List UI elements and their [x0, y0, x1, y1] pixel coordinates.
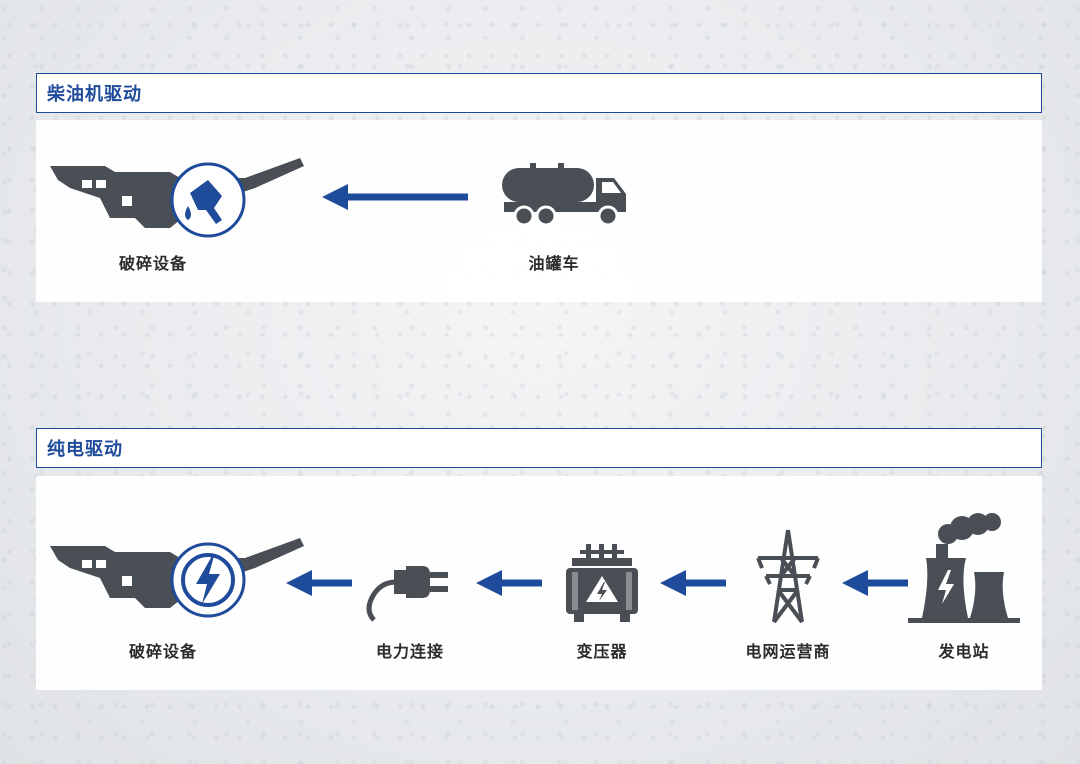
- node-label-tanker: 油罐车: [528, 254, 580, 273]
- section-header-diesel: 柴油机驱动: [36, 73, 1042, 113]
- node-label-crusher-diesel: 破碎设备: [118, 254, 187, 273]
- section-header-electric: 纯电驱动: [36, 428, 1042, 468]
- node-label-grid: 电网运营商: [745, 642, 831, 661]
- crusher-electric-icon: [50, 538, 304, 618]
- transformer-icon: [566, 544, 638, 622]
- section-title-diesel: 柴油机驱动: [47, 84, 142, 105]
- power-plant-icon: [908, 513, 1020, 623]
- node-label-transformer: 变压器: [576, 642, 628, 661]
- node-label-power-plant: 发电站: [938, 642, 990, 661]
- tanker-truck-icon: [502, 163, 626, 227]
- crusher-fuel-icon: [50, 158, 304, 238]
- section-title-electric: 纯电驱动: [47, 439, 123, 460]
- node-label-plug: 电力连接: [375, 642, 444, 661]
- power-tower-icon: [756, 529, 820, 624]
- arrow-left-icon: [476, 570, 542, 596]
- arrow-left-icon: [322, 184, 468, 210]
- plug-icon: [366, 566, 448, 622]
- arrow-left-icon: [286, 570, 352, 596]
- node-label-crusher-electric: 破碎设备: [128, 642, 197, 661]
- arrow-left-icon: [660, 570, 726, 596]
- arrow-left-icon: [842, 570, 908, 596]
